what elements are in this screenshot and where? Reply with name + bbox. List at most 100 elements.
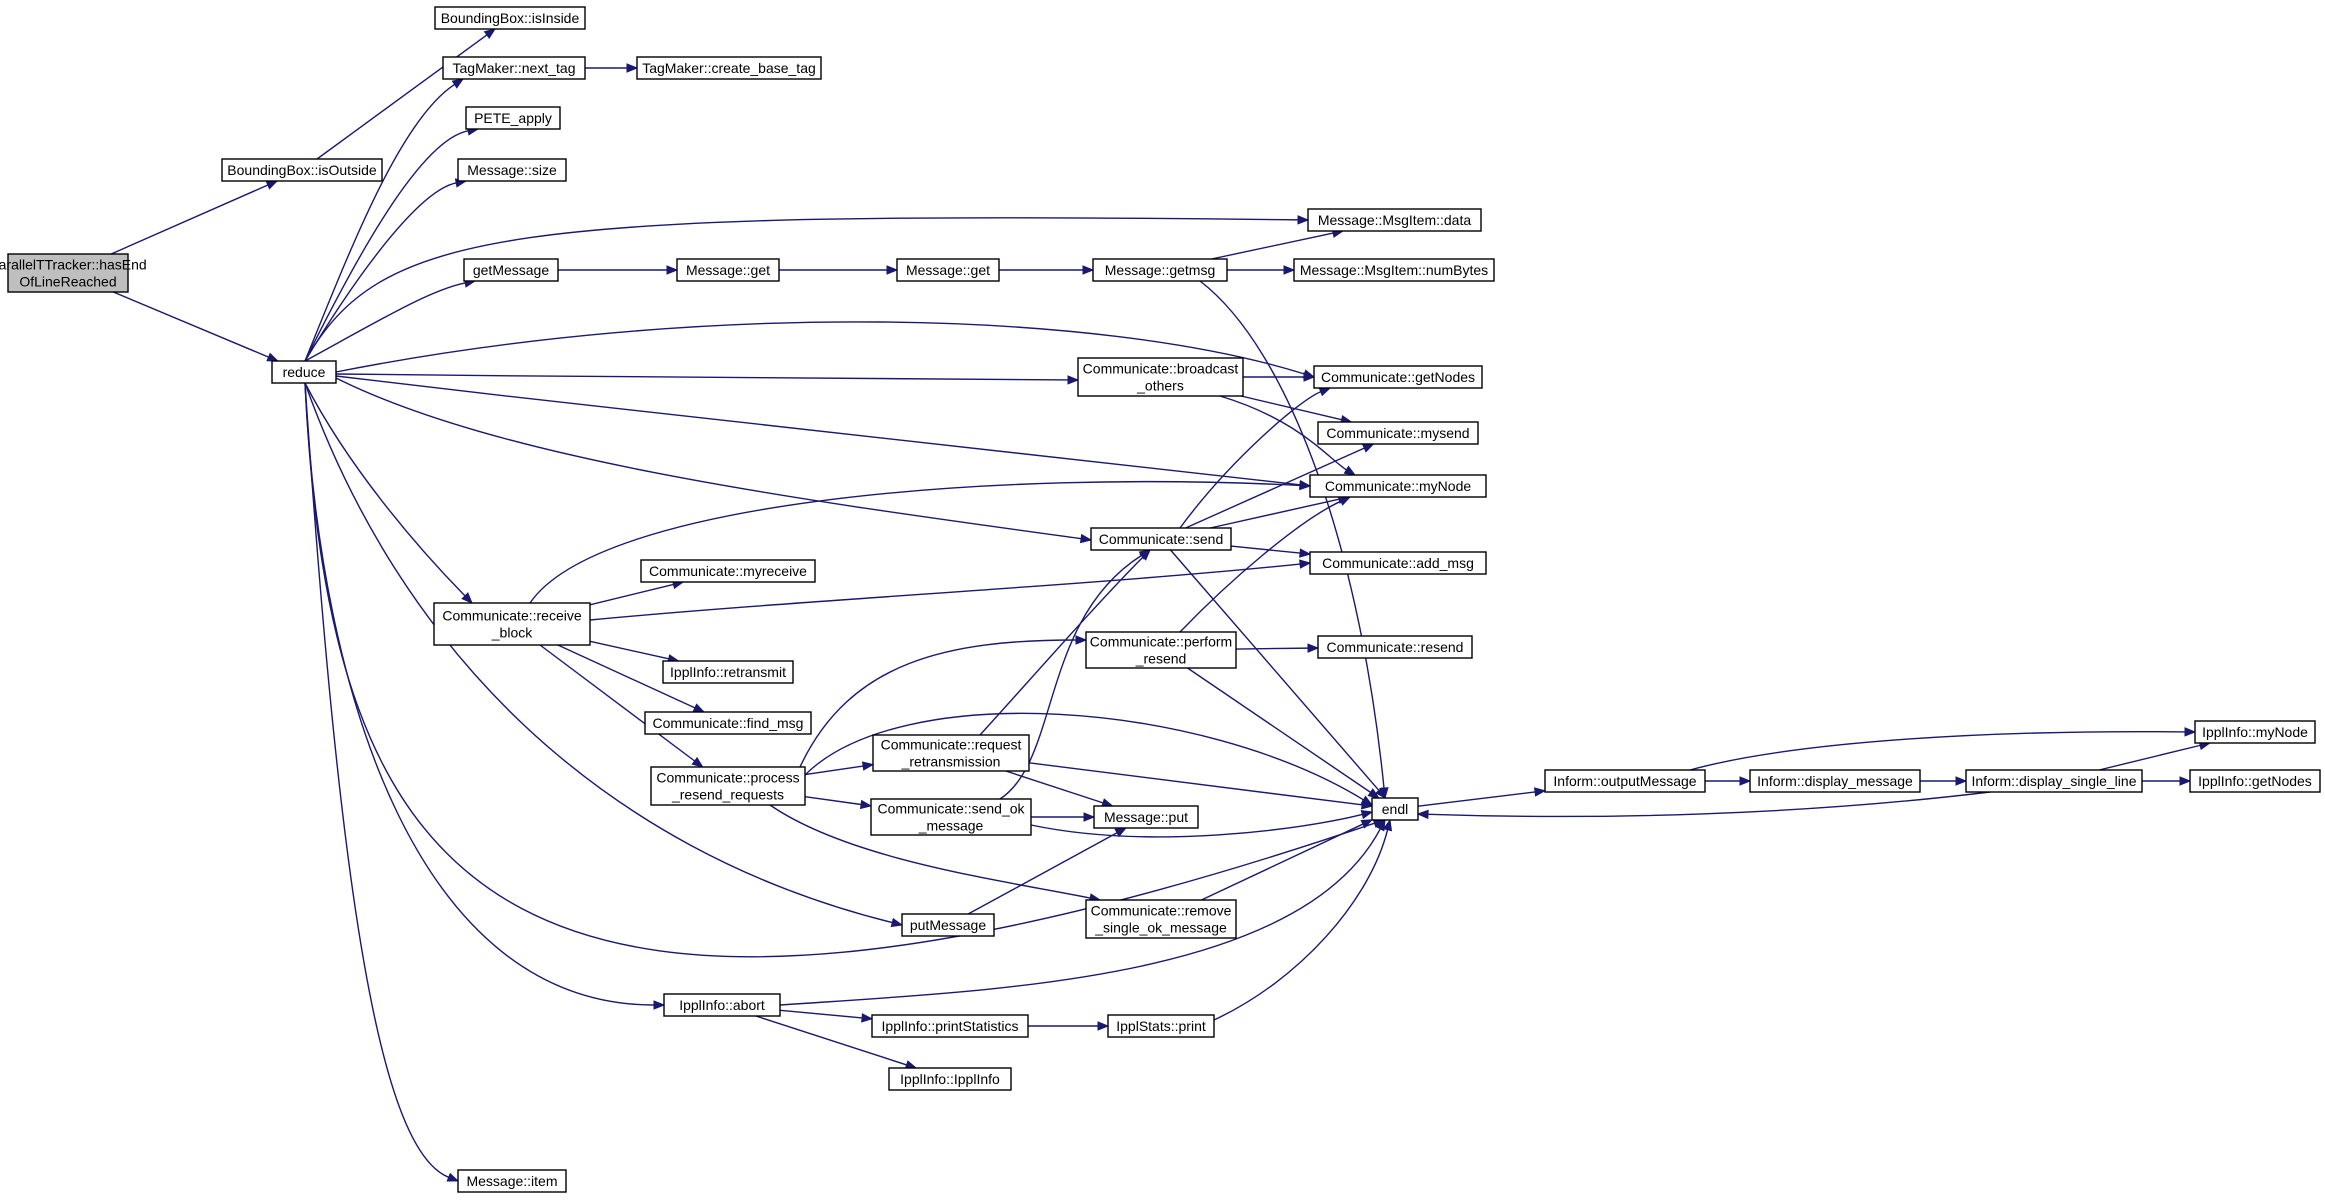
node-request_retrans[interactable]: Communicate::request_retransmission	[872, 734, 1030, 772]
node-label: getMessage	[473, 262, 549, 278]
node-msgitem_data[interactable]: Message::MsgItem::data	[1307, 208, 1482, 232]
node-label: ParallelTTracker::hasEnd	[0, 257, 147, 273]
node-resend[interactable]: Communicate::resend	[1317, 635, 1473, 659]
node-getmsg[interactable]: Message::getmsg	[1092, 258, 1228, 282]
node-isInside[interactable]: BoundingBox::isInside	[434, 6, 586, 30]
node-msg_get1[interactable]: Message::get	[676, 258, 780, 282]
node-ipplstats_print[interactable]: IpplStats::print	[1107, 1014, 1215, 1038]
node-msg_get2[interactable]: Message::get	[896, 258, 1000, 282]
node-perform_resend[interactable]: Communicate::perform_resend	[1085, 631, 1237, 669]
node-myreceive[interactable]: Communicate::myreceive	[640, 559, 816, 583]
edge-receive_block-to-process_resend	[539, 644, 704, 768]
node-label: endl	[1382, 801, 1408, 817]
node-box	[644, 711, 812, 735]
node-outputMessage[interactable]: Inform::outputMessage	[1544, 769, 1706, 793]
node-box	[1965, 769, 2143, 793]
node-next_tag[interactable]: TagMaker::next_tag	[442, 56, 586, 80]
node-box	[1317, 421, 1479, 445]
node-printStatistics[interactable]: IpplInfo::printStatistics	[871, 1014, 1029, 1038]
node-box	[434, 6, 586, 30]
node-label: TagMaker::next_tag	[453, 60, 576, 76]
node-broadcast_others[interactable]: Communicate::broadcast_others	[1077, 357, 1244, 397]
node-add_msg[interactable]: Communicate::add_msg	[1309, 551, 1487, 575]
node-box	[2194, 720, 2316, 744]
node-box	[901, 913, 995, 937]
node-box	[7, 253, 129, 293]
node-display_message[interactable]: Inform::display_message	[1749, 769, 1921, 793]
node-label: IpplInfo::printStatistics	[882, 1018, 1019, 1034]
edge-reduce-to-endl	[304, 382, 1386, 958]
node-mysend[interactable]: Communicate::mysend	[1317, 421, 1479, 445]
edge-send_ok-to-msg_put	[1031, 812, 1096, 822]
node-label: Communicate::getNodes	[1321, 369, 1475, 385]
node-label: OfLineReached	[19, 274, 116, 290]
node-label: Communicate::perform	[1090, 634, 1232, 650]
node-box	[1085, 899, 1237, 939]
edge-receive_block-to-add_msg	[589, 559, 1312, 621]
edge-display_message-to-display_single_line	[1920, 776, 1968, 786]
node-remove_single_ok[interactable]: Communicate::remove_single_ok_message	[1085, 899, 1237, 939]
node-msg_put[interactable]: Message::put	[1093, 805, 1199, 829]
edge-send_ok-to-endl	[1030, 809, 1374, 838]
node-box	[221, 158, 383, 182]
edge-msg_get1-to-msg_get2	[779, 265, 899, 275]
node-box	[888, 1067, 1012, 1091]
node-msgitem_numbytes[interactable]: Message::MsgItem::numBytes	[1293, 258, 1495, 282]
node-ippl_getNodes[interactable]: IpplInfo::getNodes	[2189, 769, 2321, 793]
edge-endl-to-outputMessage	[1417, 787, 1547, 807]
node-display_single_line[interactable]: Inform::display_single_line	[1965, 769, 2143, 793]
node-label: Communicate::remove	[1091, 903, 1232, 919]
edge-comm_send-to-myNode	[1210, 494, 1351, 529]
node-getNodes[interactable]: Communicate::getNodes	[1313, 365, 1483, 389]
node-box	[663, 993, 781, 1017]
edge-broadcast_others-to-myNode	[1219, 395, 1357, 476]
node-create_base_tag[interactable]: TagMaker::create_base_tag	[636, 56, 822, 80]
node-label: BoundingBox::isOutside	[227, 162, 377, 178]
node-box	[1077, 357, 1244, 397]
node-box	[1307, 208, 1482, 232]
edge-ipplstats_print-to-endl	[1213, 818, 1393, 1021]
node-box	[1749, 769, 1921, 793]
edge-abort-to-endl	[779, 818, 1386, 1006]
edge-perform_resend-to-endl	[1187, 667, 1380, 799]
node-comm_send[interactable]: Communicate::send	[1090, 527, 1232, 551]
edge-broadcast_others-to-getNodes	[1243, 372, 1316, 382]
node-msg_size[interactable]: Message::size	[457, 158, 567, 182]
node-label: Inform::outputMessage	[1553, 773, 1696, 789]
node-getMessage[interactable]: getMessage	[463, 258, 559, 282]
node-pete_apply[interactable]: PETE_apply	[465, 106, 561, 130]
node-process_resend[interactable]: Communicate::process_resend_requests	[650, 766, 806, 806]
edge-next_tag-to-create_base_tag	[585, 63, 639, 73]
node-abort[interactable]: IpplInfo::abort	[663, 993, 781, 1017]
node-label: _resend_requests	[671, 787, 784, 803]
edge-process_resend-to-send_ok	[804, 796, 873, 810]
edge-reduce-to-broadcast_others	[335, 373, 1080, 385]
node-box	[1293, 258, 1495, 282]
node-box	[433, 602, 591, 646]
node-myNode[interactable]: Communicate::myNode	[1309, 474, 1487, 498]
node-send_ok[interactable]: Communicate::send_ok_message	[870, 798, 1032, 836]
node-retransmit[interactable]: IpplInfo::retransmit	[662, 660, 794, 684]
node-endl[interactable]: endl	[1371, 797, 1419, 821]
node-ipplinfo_ctor[interactable]: IpplInfo::IpplInfo	[888, 1067, 1012, 1091]
node-label: PETE_apply	[474, 110, 552, 126]
node-box	[2189, 769, 2321, 793]
node-reduce[interactable]: reduce	[271, 360, 337, 384]
node-box	[457, 158, 567, 182]
node-putMessage[interactable]: putMessage	[901, 913, 995, 937]
node-receive_block[interactable]: Communicate::receive_block	[433, 602, 591, 646]
edge-remove_single_ok-to-endl	[1201, 819, 1374, 901]
edge-root-to-isOutside	[110, 180, 279, 255]
node-find_msg[interactable]: Communicate::find_msg	[644, 711, 812, 735]
node-isOutside[interactable]: BoundingBox::isOutside	[221, 158, 383, 182]
node-label: Communicate::receive	[442, 608, 581, 624]
edge-reduce-to-abort	[304, 382, 666, 1010]
node-msg_item[interactable]: Message::item	[457, 1169, 567, 1193]
node-label: Message::size	[467, 162, 557, 178]
edge-reduce-to-msg_item	[304, 382, 460, 1182]
node-ippl_myNode[interactable]: IpplInfo::myNode	[2194, 720, 2316, 744]
edge-printStatistics-to-ipplstats_print	[1028, 1021, 1110, 1031]
node-label: Message::get	[686, 262, 770, 278]
edge-comm_send-to-endl	[1170, 549, 1387, 800]
